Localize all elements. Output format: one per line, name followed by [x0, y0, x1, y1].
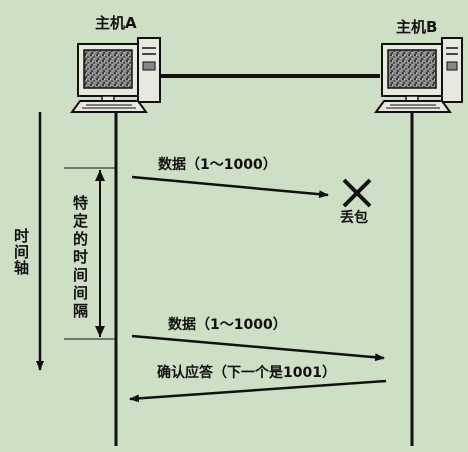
retransmit-data-arrow — [131, 334, 385, 362]
host-a-computer-icon — [70, 37, 161, 113]
ack-message-label: 确认应答（下一个是1001） — [157, 365, 336, 381]
interval-label: 特定的时间间隔 — [71, 195, 89, 321]
host-b-computer-icon — [374, 37, 463, 113]
packet-loss-label: 丢包 — [340, 210, 368, 226]
time-axis-label: 时间轴 — [12, 228, 30, 276]
retransmit-data-message-label: 数据（1～1000） — [168, 317, 287, 333]
host-b-label: 主机B — [396, 18, 438, 36]
lost-data-message-label: 数据（1～1000） — [158, 157, 277, 173]
ack-arrow — [129, 379, 387, 403]
interval-arrow-up — [95, 170, 105, 181]
interval-arrow-down — [95, 326, 105, 337]
packet-loss-cross-icon — [342, 178, 372, 208]
host-a-label: 主机A — [95, 14, 137, 32]
lost-data-arrow — [131, 175, 329, 199]
